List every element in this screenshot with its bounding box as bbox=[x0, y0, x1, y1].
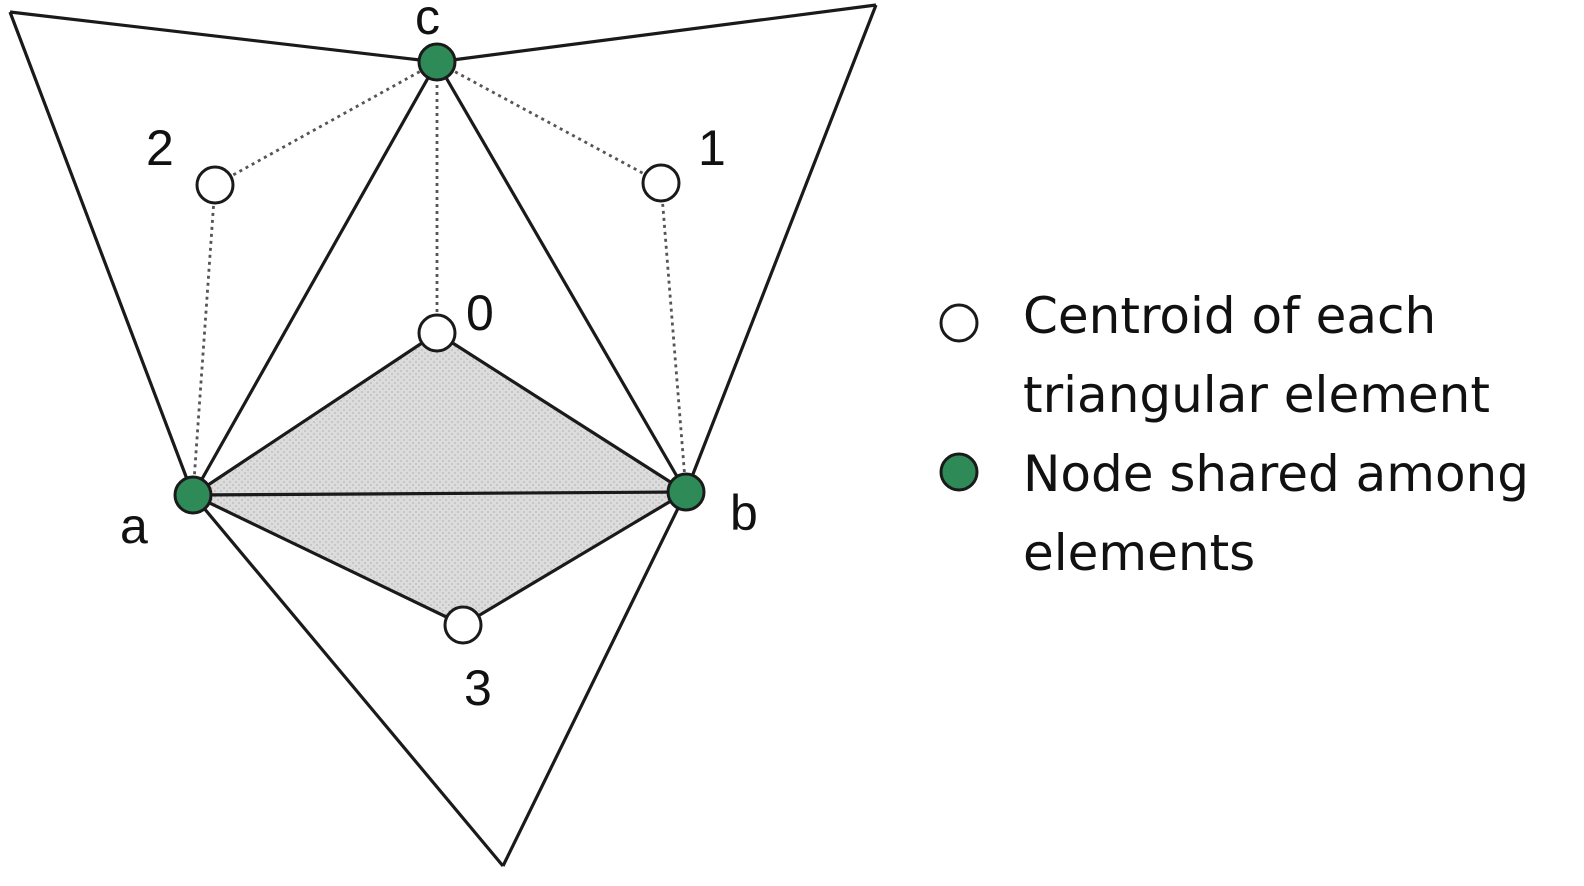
label-centroid-3: 3 bbox=[464, 660, 492, 716]
legend-node-icon bbox=[939, 452, 979, 492]
edge-centroid3-a bbox=[192, 493, 464, 627]
centroid-1 bbox=[641, 163, 681, 203]
label-node-c: c bbox=[415, 0, 440, 45]
edge-right-top bbox=[436, 3, 877, 64]
legend-centroid-line2: triangular element bbox=[1023, 366, 1490, 424]
shared-node-b bbox=[666, 472, 706, 512]
centroid-3 bbox=[443, 605, 483, 645]
edge-centroid3-b bbox=[462, 490, 687, 627]
edge-left-outer bbox=[8, 11, 195, 496]
shaded-region bbox=[193, 333, 686, 625]
label-centroid-1: 1 bbox=[698, 120, 726, 176]
label-centroid-2: 2 bbox=[146, 120, 174, 176]
legend-centroid-line1: Centroid of each bbox=[1023, 287, 1436, 345]
label-node-b: b bbox=[730, 485, 758, 541]
link-centroid2-a bbox=[191, 184, 217, 496]
edge-left-top bbox=[9, 10, 438, 64]
centroid-0 bbox=[417, 313, 457, 353]
edge-c-b bbox=[435, 61, 688, 493]
label-centroid-0: 0 bbox=[466, 285, 494, 341]
link-centroid2-c bbox=[214, 60, 438, 187]
link-centroid1-b bbox=[659, 182, 688, 493]
label-node-a: a bbox=[120, 498, 148, 554]
edge-b-bottom bbox=[501, 491, 688, 867]
link-centroid1-c bbox=[436, 60, 662, 185]
centroid-2 bbox=[195, 165, 235, 205]
shared-node-a bbox=[173, 475, 213, 515]
edge-a-b bbox=[192, 490, 687, 497]
shared-node-c bbox=[417, 42, 457, 82]
legend-node-line1: Node shared among bbox=[1023, 445, 1529, 503]
edge-a-bottom bbox=[191, 493, 505, 868]
legend-centroid-icon bbox=[939, 303, 979, 343]
edge-centroid0-b bbox=[436, 331, 687, 494]
edge-a-c bbox=[191, 61, 439, 496]
legend-node-line2: elements bbox=[1023, 524, 1255, 582]
edge-right-outer bbox=[684, 4, 878, 493]
legend: Centroid of each triangular element Node… bbox=[939, 287, 1529, 582]
edge-centroid0-a bbox=[192, 331, 438, 497]
